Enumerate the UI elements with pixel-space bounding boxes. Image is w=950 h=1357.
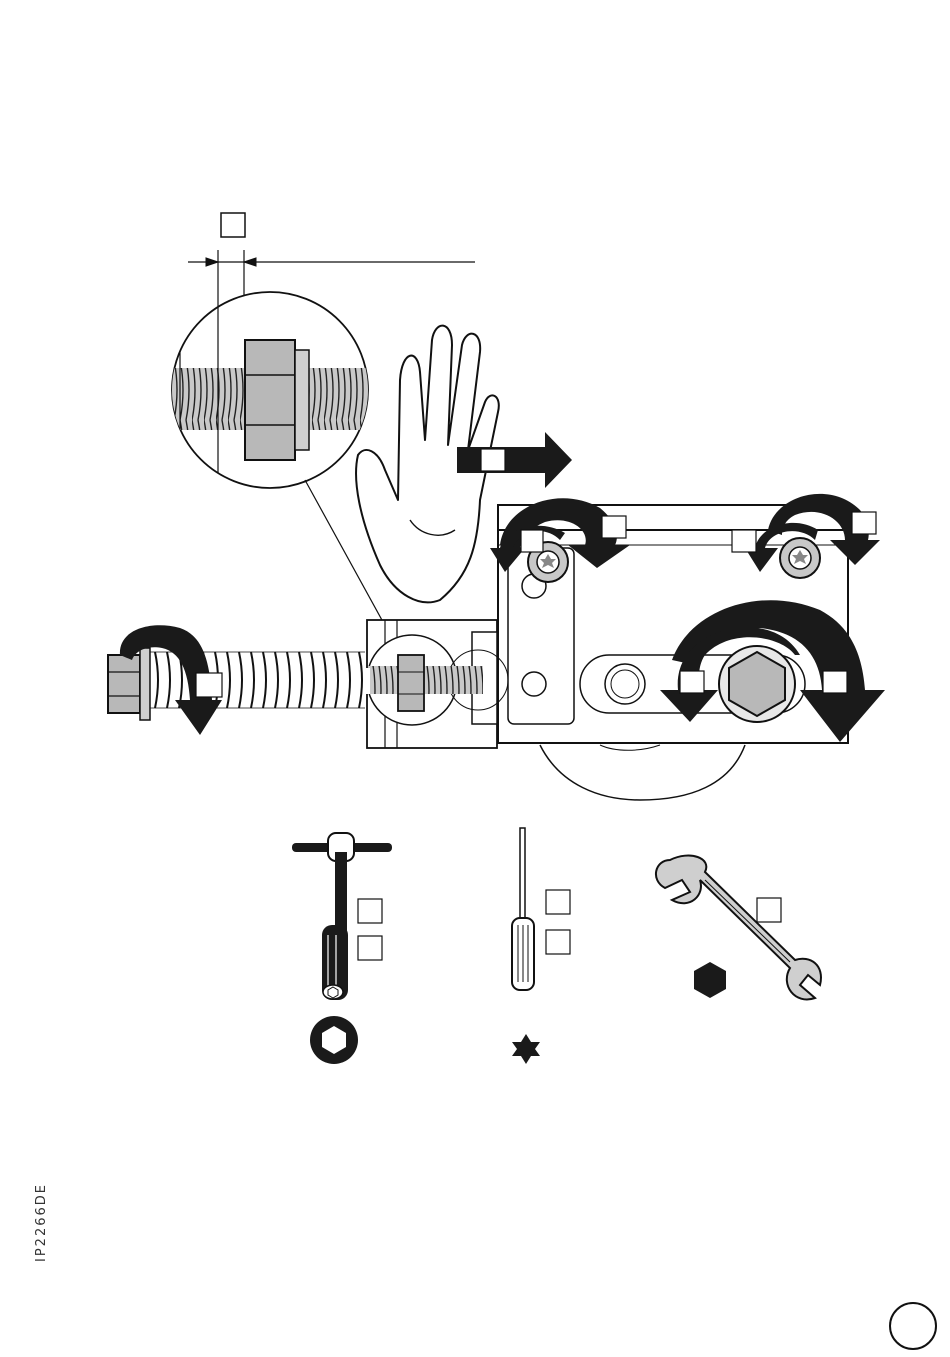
open-end-wrench [656,856,821,1000]
callout-box-tool1-a [358,899,382,923]
callout-box-tool2-b [546,930,570,954]
callout-box-tool3 [757,898,781,922]
callout-box-push [481,449,505,471]
callout-box-bolt-right-alt [732,530,756,552]
axle-bolt [719,646,795,722]
callout-box-clearance [221,213,245,237]
wheel [540,745,745,800]
hex-nut-icon [694,962,726,998]
callout-box-bolt-left-alt [521,530,543,552]
torx-star-icon [512,1034,540,1064]
hex-socket-icon [310,1016,358,1064]
page-badge [890,1303,936,1349]
document-code: IP2266DE [34,1183,49,1262]
callout-box-wheel-left [680,671,704,693]
torx-bolt-right [780,538,820,578]
callout-box-bolt-left [602,516,626,538]
callout-box-tool2-a [546,890,570,914]
torx-screwdriver [512,828,534,990]
callout-box-spring [196,673,222,697]
callout-box-wheel-right [823,671,847,693]
callout-box-bolt-right [852,512,876,534]
callout-box-tool1-b [358,936,382,960]
